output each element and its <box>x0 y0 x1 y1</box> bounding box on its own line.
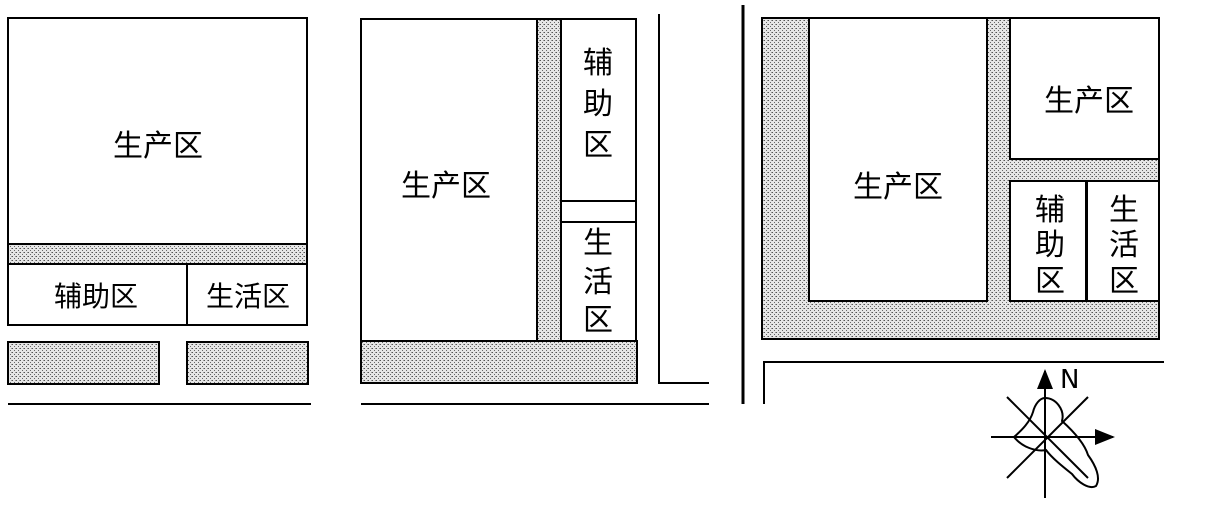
auxiliary-char-3: 区 <box>583 128 613 163</box>
gap-zone <box>560 200 637 223</box>
auxiliary-char-3: 区 <box>1035 264 1065 299</box>
living-zone <box>560 221 637 342</box>
auxiliary-zone-vertical-label: 辅 助 区 <box>583 46 613 163</box>
living-zone-vertical-label: 生 活 区 <box>1109 193 1139 299</box>
street-corner <box>763 361 1164 404</box>
layout-1 <box>7 17 311 405</box>
production-zone <box>7 17 308 326</box>
living-zone <box>1086 180 1160 302</box>
auxiliary-char-1: 辅 <box>1035 193 1065 228</box>
living-zone-label: 生活区 <box>206 280 290 313</box>
auxiliary-zone <box>560 18 637 202</box>
production-zone-label: 生产区 <box>401 169 491 204</box>
compass-wind-rose <box>991 369 1115 498</box>
auxiliary-char-2: 助 <box>583 87 613 122</box>
production-zone-label: 生产区 <box>853 170 943 205</box>
living-char-1: 生 <box>583 226 613 261</box>
living-char-2: 活 <box>583 265 613 300</box>
production-zone <box>808 17 988 302</box>
living-char-3: 区 <box>583 303 613 338</box>
street-corner <box>658 14 709 384</box>
living-zone-vertical-label: 生 活 区 <box>583 226 613 338</box>
auxiliary-zone-label: 辅助区 <box>54 280 138 313</box>
road-strip-vertical <box>536 18 562 342</box>
road-block-right <box>186 341 309 385</box>
auxiliary-zone-vertical-label: 辅 助 区 <box>1035 193 1065 299</box>
production-zone-label: 生产区 <box>113 129 203 164</box>
road-strip-bottom <box>360 340 638 384</box>
auxiliary-zone <box>1009 180 1087 302</box>
living-char-1: 生 <box>1109 193 1139 228</box>
road-strip <box>7 243 308 265</box>
production-zone <box>360 18 538 342</box>
wind-rose-shape <box>1012 396 1099 488</box>
production-zone-small-label: 生产区 <box>1044 84 1134 119</box>
living-char-3: 区 <box>1109 264 1139 299</box>
layout-3 <box>761 17 1164 404</box>
living-char-2: 活 <box>1109 228 1139 263</box>
auxiliary-char-1: 辅 <box>583 46 613 81</box>
auxiliary-char-2: 助 <box>1035 228 1065 263</box>
production-zone-small <box>1009 17 1160 160</box>
road-block-left <box>7 341 160 385</box>
layout-2 <box>360 14 709 405</box>
north-label: N <box>1060 365 1079 395</box>
